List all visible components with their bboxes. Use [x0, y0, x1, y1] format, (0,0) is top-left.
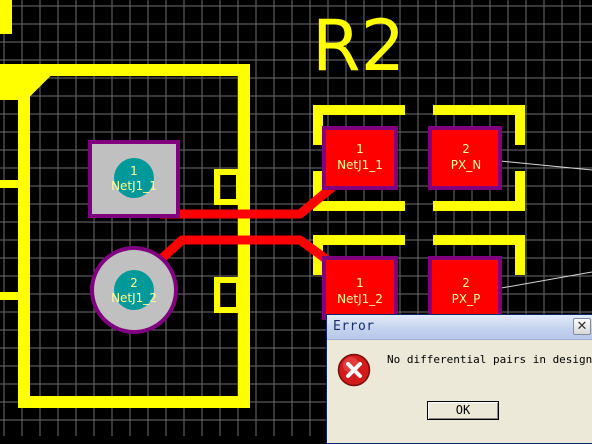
- via-hole: [114, 158, 154, 198]
- dialog-titlebar[interactable]: Error ✕: [327, 315, 592, 340]
- trace-netj1-1: [160, 180, 339, 219]
- ratsnest-line-px-p: [489, 271, 592, 291]
- silk-corner: [433, 105, 525, 145]
- error-icon: [337, 353, 371, 387]
- close-button[interactable]: ✕: [573, 318, 591, 335]
- pad-net: NetJ1_1: [111, 179, 157, 193]
- connector-pad-2[interactable]: 2 NetJ1_2: [90, 246, 178, 334]
- resistor-pad-1-bottom[interactable]: 1 NetJ1_2: [322, 256, 398, 320]
- pad-net: PX_N: [451, 158, 481, 172]
- copper-traces: [154, 180, 339, 266]
- connector-footprint: [0, 0, 250, 408]
- resistor-pad-2-bottom[interactable]: 2 PX_P: [428, 256, 502, 320]
- edge-marker-left-1: [0, 180, 22, 188]
- pin1-corner-marker: [0, 64, 48, 100]
- resistor-footprint: [313, 105, 525, 275]
- pad-net: NetJ1_2: [337, 292, 383, 306]
- pad-net: PX_P: [452, 292, 481, 306]
- pad-number: 2: [462, 142, 470, 156]
- silk-corner: [433, 171, 525, 211]
- notch-lower: [214, 277, 242, 313]
- pad-number: 2: [130, 276, 138, 290]
- notch-upper: [214, 169, 242, 205]
- ok-button[interactable]: OK: [427, 401, 499, 420]
- pad-number: 1: [356, 142, 364, 156]
- via-hole: [114, 270, 154, 310]
- edge-marker-top: [0, 0, 12, 34]
- connector-pad-1[interactable]: 1 NetJ1_1: [88, 140, 180, 218]
- trace-netj1-2: [154, 235, 333, 266]
- silk-corner: [313, 171, 405, 211]
- error-message: No differential pairs in design.: [387, 353, 592, 366]
- pad-number: 1: [356, 276, 364, 290]
- resistor-pad-1-top[interactable]: 1 NetJ1_1: [322, 126, 398, 190]
- connector-outline: [18, 64, 250, 408]
- silk-corner: [313, 105, 405, 145]
- dialog-title: Error: [333, 319, 375, 334]
- error-dialog[interactable]: Error ✕ No differential pairs in design.…: [326, 314, 592, 444]
- ratsnest-line-px-n: [489, 159, 592, 171]
- pad-net: NetJ1_1: [337, 158, 383, 172]
- resistor-pad-2-top[interactable]: 2 PX_N: [428, 126, 502, 190]
- silk-corner: [433, 235, 525, 275]
- pad-number: 2: [462, 276, 470, 290]
- ratsnest: [489, 159, 592, 291]
- designator-label: R2: [312, 5, 405, 87]
- pad-net: NetJ1_2: [111, 291, 157, 305]
- pad-number: 1: [130, 164, 138, 178]
- edge-marker-left-2: [0, 292, 22, 300]
- silk-corner: [313, 235, 405, 275]
